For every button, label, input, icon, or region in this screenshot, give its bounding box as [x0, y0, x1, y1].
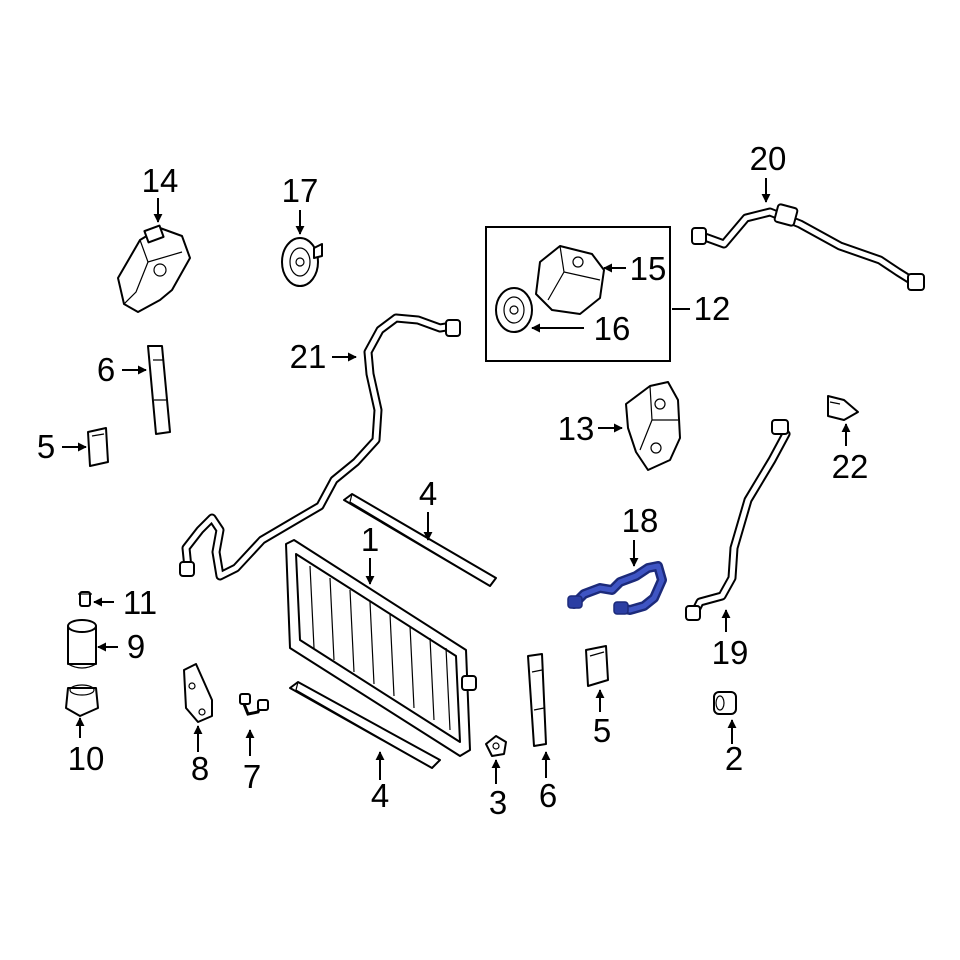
part-5-pad-right — [585, 645, 609, 687]
part-6-seal-left — [147, 345, 171, 435]
part-20-hose — [691, 203, 925, 291]
part-10-clamp — [65, 684, 99, 717]
callout-19: 19 — [712, 634, 749, 671]
part-4-seal-upper — [343, 493, 497, 587]
part-18-line-highlighted — [567, 561, 667, 615]
part-14-actuator — [117, 224, 191, 313]
callout-22: 22 — [832, 448, 869, 485]
part-3-nut — [485, 735, 507, 757]
callout-13: 13 — [558, 410, 595, 447]
callout-12: 12 — [694, 290, 731, 327]
part-15-compressor — [535, 245, 605, 315]
callout-4-upper: 4 — [419, 475, 437, 512]
callout-10: 10 — [68, 740, 105, 777]
callout-15: 15 — [630, 250, 667, 287]
callout-4-lower: 4 — [371, 777, 389, 814]
callout-5-right: 5 — [593, 712, 611, 749]
callout-17: 17 — [282, 172, 319, 209]
callout-18: 18 — [622, 502, 659, 539]
part-1-condenser — [285, 539, 477, 757]
callout-6-right: 6 — [539, 777, 557, 814]
part-4-seal-lower — [289, 681, 441, 769]
part-21-line — [179, 313, 461, 581]
callout-21: 21 — [290, 338, 327, 375]
callout-5-left: 5 — [37, 428, 55, 465]
callout-20: 20 — [750, 140, 787, 177]
part-5-pad-left — [87, 427, 109, 467]
callout-6-left: 6 — [97, 351, 115, 388]
part-19-hose — [685, 419, 791, 621]
part-17-pulley — [281, 237, 323, 287]
part-12-compressor-box — [485, 226, 671, 362]
callout-16: 16 — [594, 310, 631, 347]
callout-3: 3 — [489, 784, 507, 821]
callout-1: 1 — [361, 521, 379, 558]
part-6-seal-right — [527, 653, 547, 747]
callout-2: 2 — [725, 740, 743, 777]
part-11-valve — [78, 591, 92, 607]
part-2-bushing — [713, 691, 737, 715]
part-9-drier — [67, 619, 97, 669]
part-7-sensor — [239, 693, 269, 716]
part-22-bracket — [827, 395, 859, 421]
callout-7: 7 — [243, 758, 261, 795]
callout-9: 9 — [127, 628, 145, 665]
part-8-bracket — [183, 663, 213, 723]
callout-8: 8 — [191, 750, 209, 787]
part-16-clutch — [495, 287, 533, 333]
callout-14: 14 — [142, 162, 179, 199]
part-13-bracket — [625, 381, 681, 471]
callout-11: 11 — [123, 584, 157, 621]
